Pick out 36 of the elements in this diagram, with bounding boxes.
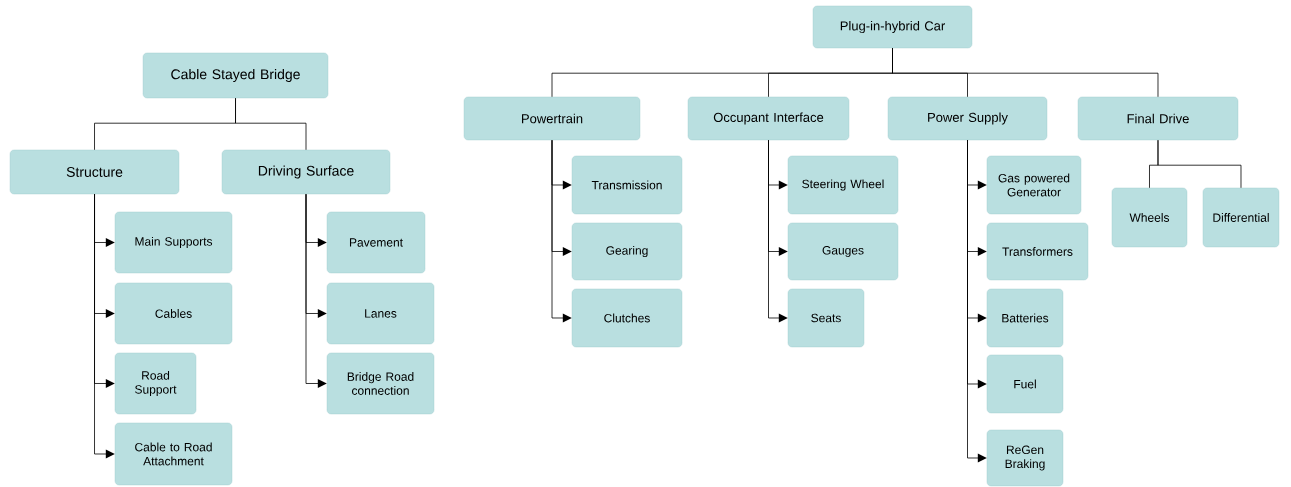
box: Transmission <box>571 155 683 215</box>
box: Bridge Road connection <box>326 352 435 415</box>
box: Pavement <box>326 211 426 274</box>
box: Plug-in-hybrid Car <box>812 5 973 49</box>
box: Steering Wheel <box>787 155 899 215</box>
arrow <box>967 139 987 190</box>
box: Occupant Interface <box>687 96 850 141</box>
box: Main Supports <box>114 211 233 274</box>
arrow <box>305 193 327 247</box>
box: Powertrain <box>463 96 641 141</box>
box: Cables <box>114 282 233 345</box>
arrow <box>94 193 115 247</box>
box: Fuel <box>986 354 1064 414</box>
box: Power Supply <box>887 96 1048 141</box>
arrow <box>551 139 572 190</box>
box: Driving Surface <box>221 149 391 195</box>
box: Gas powered Generator <box>986 155 1082 215</box>
box: Final Drive <box>1077 96 1239 141</box>
box: ReGen Braking <box>986 429 1064 487</box>
box: Cable to Road Attachment <box>114 422 233 486</box>
box: Batteries <box>986 288 1064 348</box>
box: Differential <box>1202 187 1280 248</box>
box: Structure <box>9 149 180 195</box>
box: Gearing <box>571 222 683 281</box>
box: Seats <box>787 288 865 348</box>
box: Lanes <box>326 282 435 345</box>
box: Wheels <box>1111 187 1188 248</box>
connector <box>1157 139 1242 189</box>
connector <box>235 97 307 151</box>
box: Gauges <box>787 222 899 281</box>
box: Cable Stayed Bridge <box>142 52 329 99</box>
box: Road Support <box>114 352 197 415</box>
connector <box>892 47 1159 98</box>
box: Transformers <box>986 222 1089 281</box>
arrow <box>768 139 788 190</box>
box: Clutches <box>571 288 683 348</box>
